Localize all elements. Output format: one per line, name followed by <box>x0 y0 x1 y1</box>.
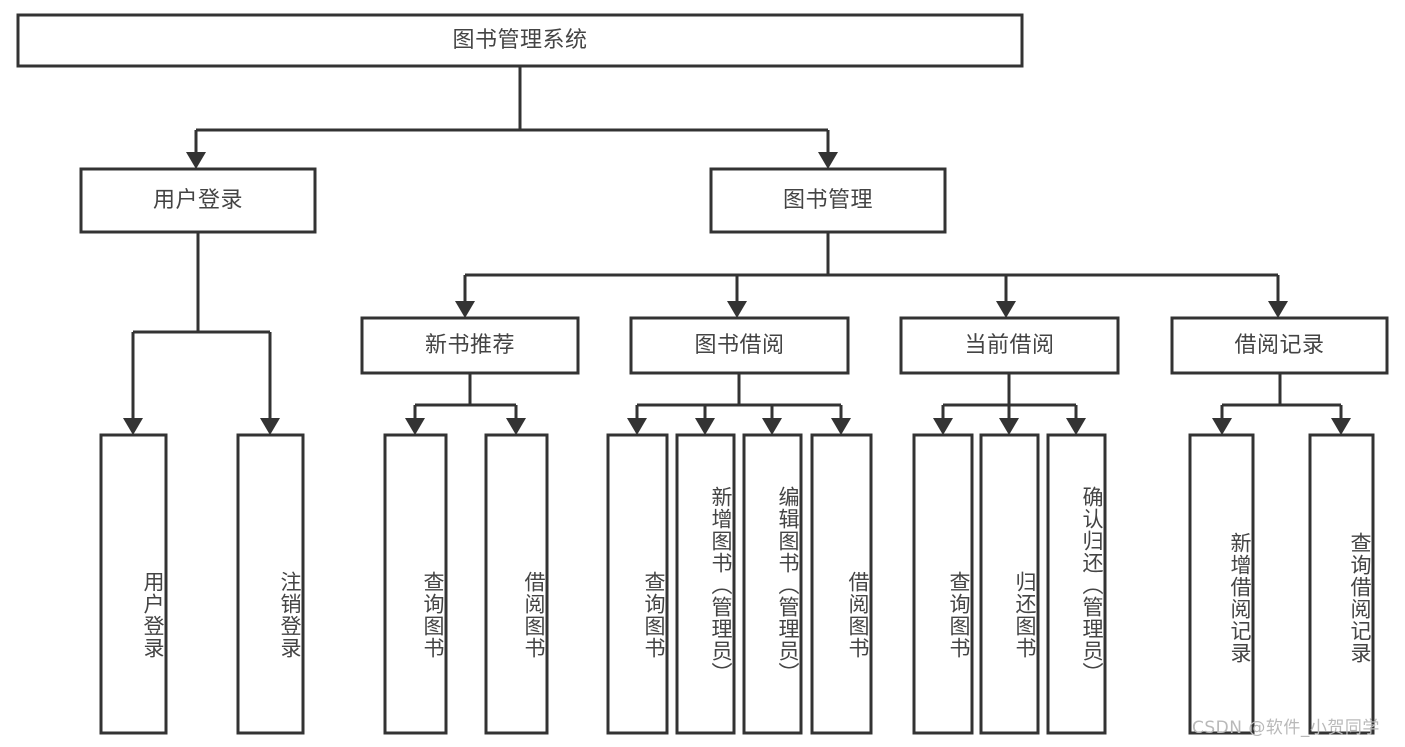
node-box-leaf-confirm-return[interactable] <box>1046 433 1107 735</box>
node-box-borrow-record[interactable] <box>1170 316 1389 375</box>
arrow-head-icon <box>695 418 715 435</box>
arrow-head-icon <box>762 418 782 435</box>
node-box-new-book-recommend[interactable] <box>360 316 580 375</box>
node-box-leaf-user-login[interactable] <box>99 433 168 735</box>
node-box-root[interactable] <box>16 13 1024 68</box>
node-box-leaf-edit-book[interactable] <box>742 433 803 735</box>
arrow-head-icon <box>1331 418 1351 435</box>
connector-borrowrecord-to-leaves <box>1212 373 1351 435</box>
node-box-leaf-borrow-book-2[interactable] <box>810 433 873 735</box>
node-box-leaf-query-book-2[interactable] <box>606 433 669 735</box>
arrow-head-icon <box>627 418 647 435</box>
arrow-head-icon <box>405 418 425 435</box>
connector-userlogin-to-leaves <box>123 232 280 435</box>
node-box-user-login[interactable] <box>79 167 317 234</box>
node-box-leaf-query-book-1[interactable] <box>383 433 448 735</box>
node-box-leaf-query-borrow-record[interactable] <box>1308 433 1375 735</box>
arrow-head-icon <box>831 418 851 435</box>
arrow-head-icon <box>727 301 747 318</box>
arrow-head-icon <box>1268 301 1288 318</box>
arrow-head-icon <box>996 301 1016 318</box>
arrow-head-icon <box>1066 418 1086 435</box>
connector-bookmanage-to-level3 <box>455 232 1288 318</box>
arrow-head-icon <box>186 152 206 169</box>
arrow-head-icon <box>455 301 475 318</box>
arrow-head-icon <box>260 418 280 435</box>
node-box-leaf-add-borrow-record[interactable] <box>1188 433 1255 735</box>
node-box-leaf-query-book-3[interactable] <box>912 433 974 735</box>
node-box-current-borrow[interactable] <box>899 316 1120 375</box>
csdn-watermark: CSDN @软件_小贺同学 <box>1192 718 1380 738</box>
arrow-head-icon <box>1212 418 1232 435</box>
node-box-leaf-borrow-book-1[interactable] <box>484 433 549 735</box>
connector-root-to-level2 <box>186 66 838 169</box>
connector-currentborrow-to-leaves <box>933 373 1086 435</box>
arrow-head-icon <box>933 418 953 435</box>
connector-newbook-to-leaves <box>405 373 526 435</box>
arrow-head-icon <box>123 418 143 435</box>
arrow-head-icon <box>818 152 838 169</box>
arrow-head-icon <box>999 418 1019 435</box>
node-box-leaf-return-book[interactable] <box>979 433 1040 735</box>
arrow-head-icon <box>506 418 526 435</box>
node-box-book-borrow[interactable] <box>629 316 850 375</box>
node-box-leaf-add-book[interactable] <box>675 433 736 735</box>
connector-bookborrow-to-leaves <box>627 373 851 435</box>
node-box-book-manage[interactable] <box>709 167 947 234</box>
node-box-leaf-user-logout[interactable] <box>236 433 305 735</box>
